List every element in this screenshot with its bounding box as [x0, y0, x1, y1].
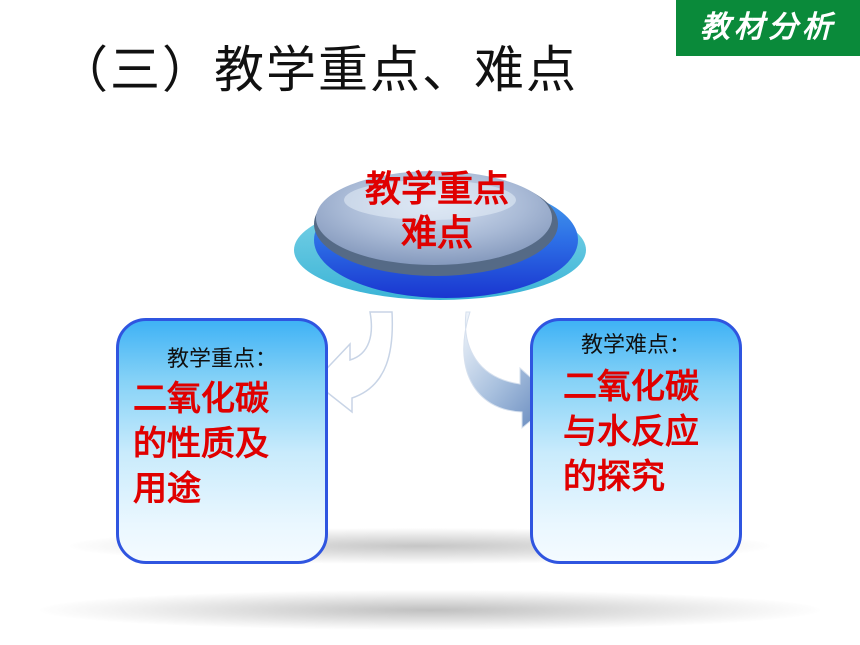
key-point-content: 二氧化碳 的性质及 用途 — [133, 377, 319, 512]
key-point-line: 用途 — [133, 469, 201, 509]
hub-line: 难点 — [400, 213, 473, 254]
difficult-point-line: 的探究 — [563, 457, 665, 497]
difficult-point-panel: 教学难点： 二氧化碳 与水反应 的探究 — [530, 318, 742, 564]
key-point-heading: 教学重点： — [166, 347, 277, 372]
hub-line: 教学重点 — [364, 169, 509, 210]
section-tag: 教材分析 — [676, 0, 860, 56]
difficult-point-content: 二氧化碳 与水反应 的探究 — [563, 365, 733, 500]
floor-shadow-lower — [40, 590, 820, 630]
difficult-point-line: 与水反应 — [563, 412, 699, 452]
page-title: （三）教学重点、难点 — [58, 41, 578, 99]
key-point-line: 二氧化碳 — [133, 379, 269, 419]
center-hub-label: 教学重点 难点 — [332, 168, 542, 256]
key-point-panel: 教学重点： 二氧化碳 的性质及 用途 — [116, 318, 328, 564]
key-point-line: 的性质及 — [133, 424, 269, 464]
center-hub — [294, 171, 586, 300]
difficult-point-heading: 教学难点： — [580, 333, 691, 358]
difficult-point-line: 二氧化碳 — [563, 367, 699, 407]
left-arrow-icon — [312, 311, 394, 414]
